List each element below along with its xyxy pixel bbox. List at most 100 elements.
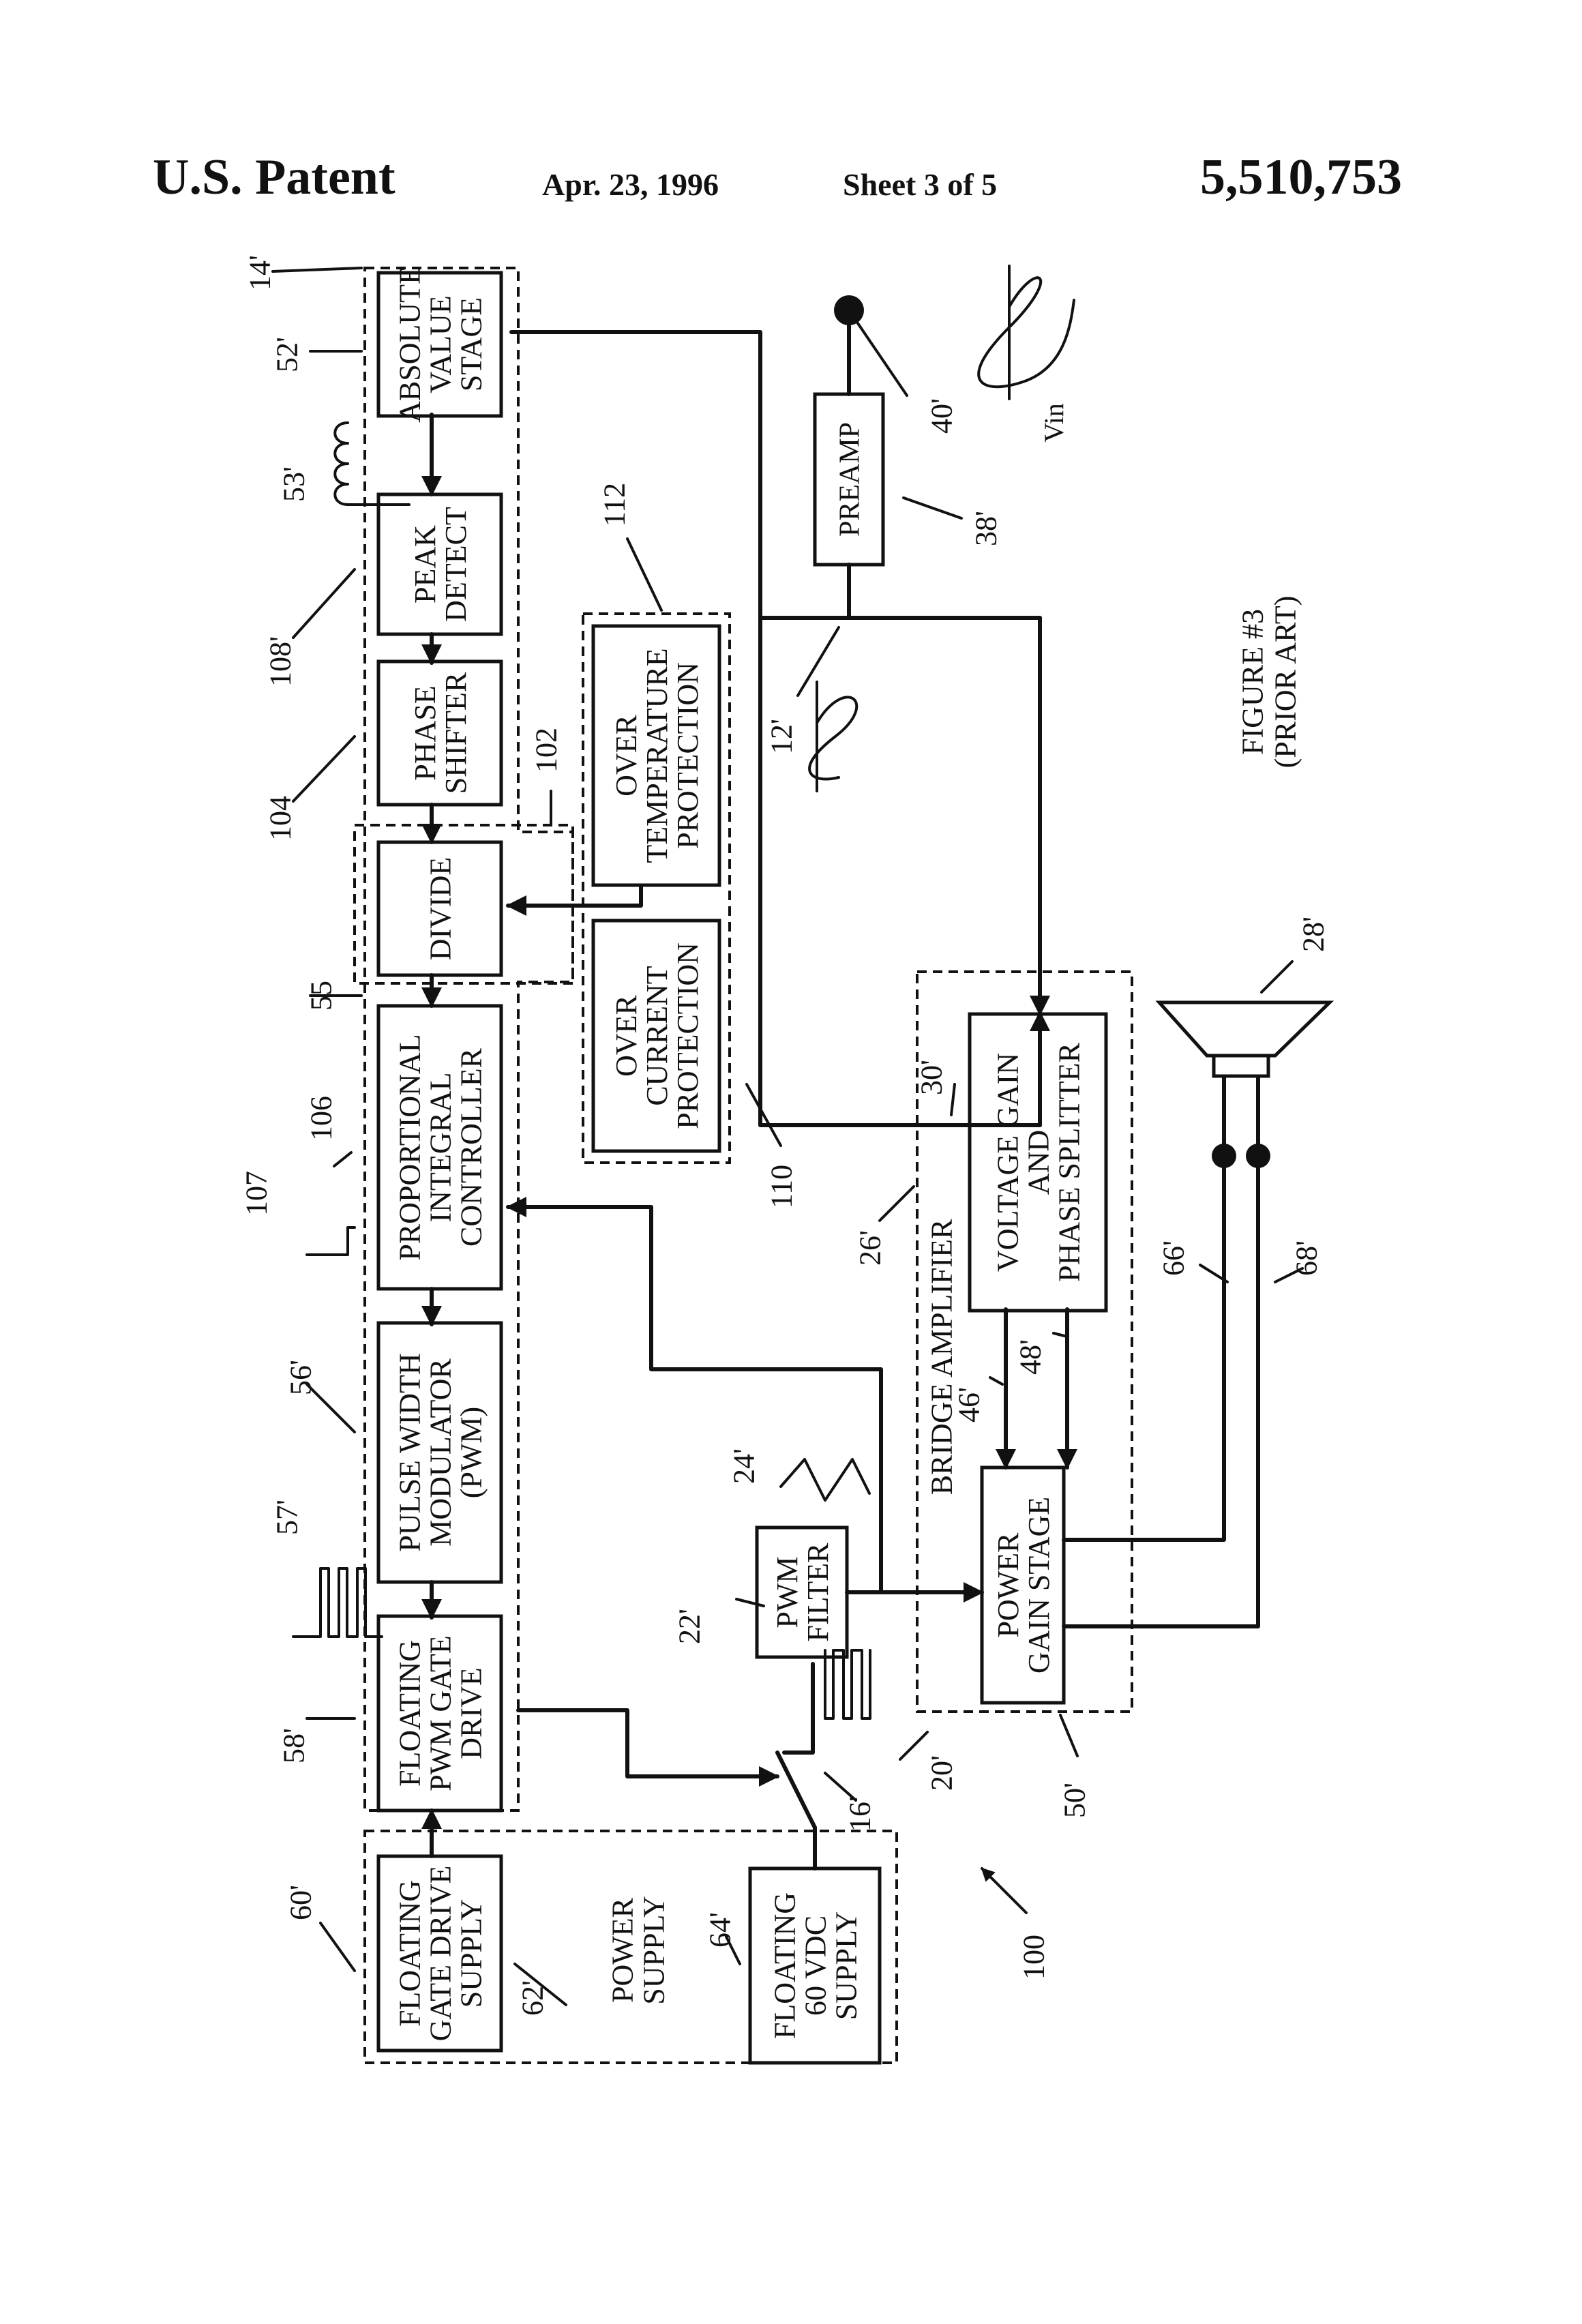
ref-46-line: 46'	[952, 1387, 985, 1422]
block-divide-label: DIVIDE	[423, 857, 457, 961]
block-over-temp-label-line: OVER	[610, 714, 643, 796]
power-supply-label-line: POWER	[606, 1897, 639, 2003]
figure-caption-line: FIGURE #3	[1236, 609, 1269, 755]
wire-66	[1062, 1074, 1226, 1542]
block-gate-drive-label-line: FLOATING	[393, 1640, 427, 1787]
ref-26-line: 26'	[853, 1230, 886, 1266]
block-pwm-label-line: (PWM)	[454, 1407, 488, 1498]
block-pwm	[376, 1321, 503, 1584]
vin-label: Vin	[1039, 403, 1069, 443]
ref-55: 55	[304, 981, 338, 1011]
ref-28-line: 28'	[1296, 917, 1330, 952]
ref-24: 24'	[727, 1448, 760, 1484]
block-over-current-label-line: OVER	[610, 994, 643, 1076]
block-phase-shifter-label-line: PHASE	[408, 685, 442, 780]
block-pi-controller-label-line: PROPORTIONAL	[393, 1034, 427, 1260]
ref-58-line: 58'	[277, 1728, 310, 1763]
leader-lines	[271, 267, 1304, 2006]
ref-12-line: 12'	[764, 719, 798, 754]
block-vdc-supply-label-line: 60 VDC	[799, 1916, 832, 2016]
ref-64: 64'	[703, 1912, 736, 1948]
ref-104: 104	[263, 796, 297, 841]
ref-14: 14'	[243, 255, 276, 290]
block-divide-label-line: DIVIDE	[423, 857, 457, 961]
patent-date: Apr. 23, 1996	[542, 167, 719, 202]
ref-16: 16'	[843, 1796, 876, 1832]
ref-46: 46'	[952, 1387, 985, 1422]
block-over-temp-label-line: TEMPERATURE	[640, 648, 674, 863]
block-vdc-supply-label-line: SUPPLY	[829, 1911, 863, 2020]
block-vdc-supply-label-line: FLOATING	[768, 1892, 802, 2039]
ref-57: 57'	[270, 1500, 303, 1535]
ref-112: 112	[597, 483, 631, 526]
block-peak-detect-label-line: PEAK	[408, 525, 442, 604]
ref-38: 38'	[969, 511, 1002, 546]
ref-100-line: 100	[1017, 1935, 1050, 1980]
arrow-100	[981, 1867, 1028, 1914]
pwm-pulses-57-icon	[292, 1567, 383, 1638]
ref-22: 22'	[672, 1609, 706, 1644]
block-peak-detect-label-line: DETECT	[439, 507, 473, 622]
ref-64-line: 64'	[703, 1912, 736, 1948]
block-voltage-gain-label-line: PHASE SPLITTER	[1052, 1042, 1086, 1281]
wire-protection-to-divide	[506, 884, 643, 916]
block-pi-controller-label-line: CONTROLLER	[454, 1047, 488, 1247]
ref-102: 102	[529, 728, 563, 773]
ref-110: 110	[764, 1165, 798, 1208]
step-107-icon	[305, 1226, 356, 1256]
patent-number: 5,510,753	[1200, 149, 1402, 205]
speaker-icon	[1155, 1000, 1334, 1078]
patent-title: U.S. Patent	[153, 149, 395, 205]
block-gate-drive-label-line: PWM GATE	[423, 1635, 457, 1791]
block-absolute-value-stage-label-line: ABSOLUTE	[393, 266, 427, 423]
block-pwm-label-line: MODULATOR	[423, 1358, 457, 1547]
block-gate-drive-label-line: DRIVE	[454, 1667, 488, 1759]
wire-switch-to-filter	[782, 1662, 815, 1755]
block-power-gain-label-line: GAIN STAGE	[1022, 1497, 1056, 1673]
sheet-number: Sheet 3 of 5	[843, 167, 998, 202]
block-peak-detect	[376, 492, 503, 636]
ref-106-line: 106	[304, 1096, 338, 1141]
block-phase-shifter-label-line: SHIFTER	[439, 672, 473, 794]
ref-60: 60'	[284, 1885, 317, 1920]
ref-20-line: 20'	[925, 1755, 958, 1791]
ref-68-line: 68'	[1289, 1240, 1323, 1276]
block-preamp-label-line: PREAMP	[835, 422, 866, 537]
ref-50-line: 50'	[1058, 1783, 1091, 1818]
ref-52: 52'	[270, 337, 303, 372]
block-over-temp-label-line: PROTECTION	[671, 662, 704, 849]
block-preamp-label: PREAMP	[835, 422, 866, 537]
ref-48-line: 48'	[1013, 1339, 1047, 1375]
ref-68: 68'	[1289, 1240, 1323, 1276]
block-over-current	[591, 919, 721, 1153]
block-divide	[376, 840, 503, 977]
block-absolute-value-stage-label-line: STAGE	[454, 297, 488, 391]
ref-16-line: 16'	[843, 1796, 876, 1832]
ref-38-line: 38'	[969, 511, 1002, 546]
ref-108: 108'	[263, 636, 297, 687]
vin-label-line: Vin	[1039, 403, 1069, 443]
pwm-pulses-20-icon	[824, 1649, 871, 1720]
ref-62-line: 62'	[516, 1980, 549, 2016]
wire-gate-to-switch	[516, 1708, 779, 1787]
ref-52-line: 52'	[270, 337, 303, 372]
ref-24-line: 24'	[727, 1448, 760, 1484]
ref-107: 107	[239, 1171, 273, 1216]
block-gate-drive-supply-label-line: SUPPLY	[454, 1899, 488, 2008]
ref-112-line: 112	[597, 483, 631, 526]
block-pwm-filter-label-line: FILTER	[801, 1543, 835, 1642]
vin-waveform-icon	[977, 276, 1075, 389]
block-absolute-value-stage-label-line: VALUE	[423, 295, 457, 393]
ref-66: 66'	[1156, 1240, 1190, 1276]
ref-104-line: 104	[263, 796, 297, 841]
block-voltage-gain-label-line: VOLTAGE GAIN	[991, 1053, 1025, 1272]
